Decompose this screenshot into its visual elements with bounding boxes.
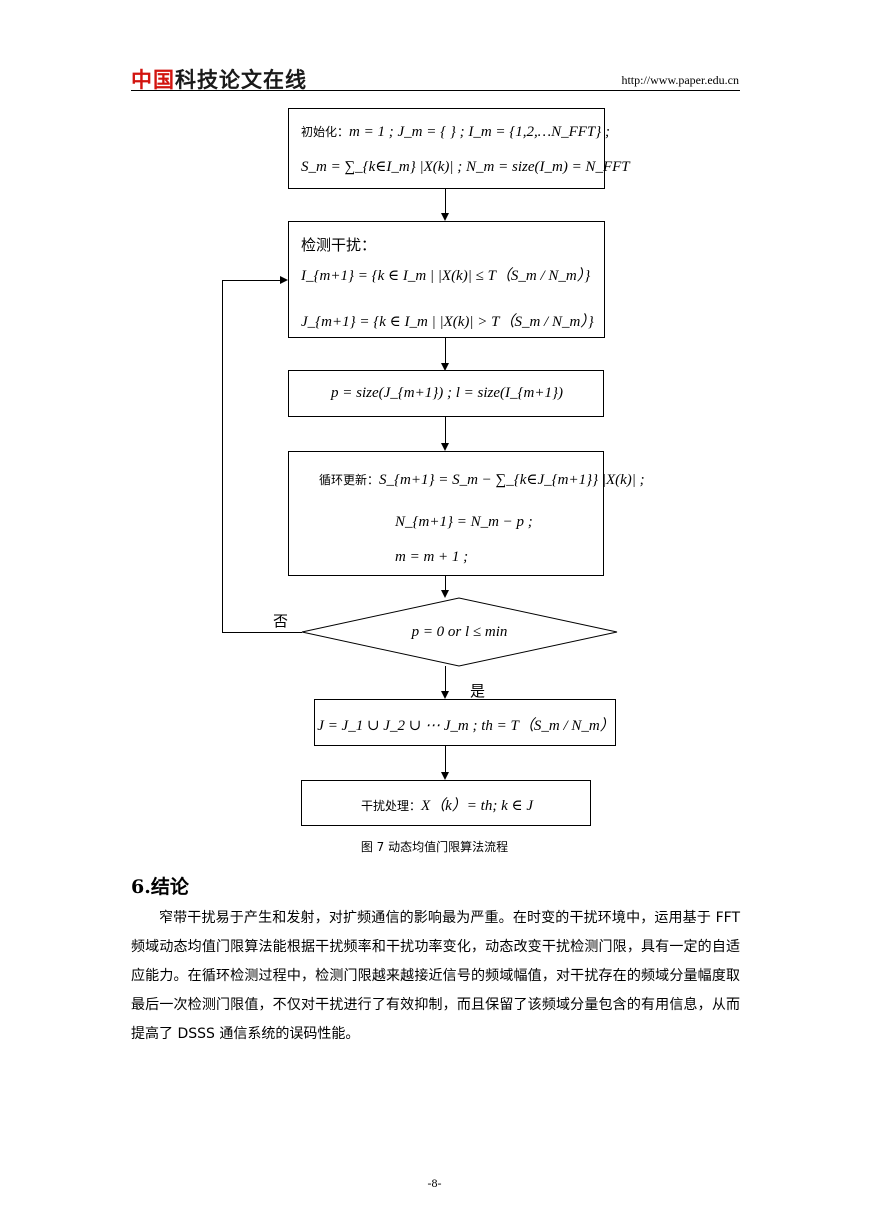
detect-line-2: J_{m+1} = {k ∈ I_m | |X(k)| > T（S_m / N_…	[301, 314, 594, 330]
conclusion-paragraph: 窄带干扰易于产生和发射，对扩频通信的影响最为严重。在时变的干扰环境中，运用基于 …	[131, 910, 740, 1042]
connector-6	[445, 746, 446, 772]
update-box: 循环更新：S_{m+1} = S_m − ∑_{k∈J_{m+1}} |X(k)…	[288, 451, 645, 576]
connector-2	[445, 338, 446, 363]
detect-box: 检测干扰： I_{m+1} = {k ∈ I_m | |X(k)| ≤ T（S_…	[288, 221, 605, 338]
site-logo: 中国科技论文在线	[131, 64, 307, 94]
init-label: 初始化：	[301, 125, 350, 139]
figure-caption: 图 7 动态均值门限算法流程	[360, 840, 509, 854]
logo-black-text: 科技论文在线	[175, 68, 307, 92]
update-line-1: S_{m+1} = S_m − ∑_{k∈J_{m+1}} |X(k)| ;	[379, 472, 645, 488]
loop-line-vertical	[222, 280, 223, 633]
logo-red-text: 中国	[131, 68, 175, 92]
process-line: X（k）= th; k ∈ J	[420, 798, 534, 814]
connector-4	[445, 576, 446, 590]
init-box: 初始化：m = 1 ; J_m = { } ; I_m = {1,2,…N_FF…	[288, 108, 630, 189]
loop-arrow	[280, 276, 288, 284]
header-rule	[131, 90, 740, 91]
size-box: p = size(J_{m+1}) ; l = size(I_{m+1})	[288, 370, 604, 417]
decision-diamond	[301, 597, 618, 667]
yes-label: 是	[470, 682, 486, 700]
size-line: p = size(J_{m+1}) ; l = size(I_{m+1})	[331, 385, 563, 401]
detect-label: 检测干扰：	[301, 236, 377, 254]
update-line-2: N_{m+1} = N_m − p ;	[395, 514, 533, 530]
loop-line-top	[222, 280, 280, 281]
arrow-2	[441, 363, 449, 371]
arrow-6	[441, 772, 449, 780]
arrow-1	[441, 213, 449, 221]
process-box: 干扰处理：X（k）= th; k ∈ J	[301, 780, 591, 826]
page-number: -8-	[427, 1176, 442, 1190]
arrow-4	[441, 590, 449, 598]
header-url[interactable]: http://www.paper.edu.cn	[621, 73, 739, 87]
detect-line-1: I_{m+1} = {k ∈ I_m | |X(k)| ≤ T（S_m / N_…	[301, 268, 591, 284]
loop-line-bottom	[222, 632, 302, 633]
result-line: J = J_1 ∪ J_2 ∪ ⋯ J_m ; th = T（S_m / N_m…	[317, 718, 615, 734]
connector-5	[445, 666, 446, 691]
process-label: 干扰处理：	[360, 799, 421, 813]
decision-text: p = 0 or l ≤ min	[411, 624, 508, 640]
result-box: J = J_1 ∪ J_2 ∪ ⋯ J_m ; th = T（S_m / N_m…	[314, 699, 616, 746]
no-label: 否	[273, 612, 289, 630]
arrow-3	[441, 443, 449, 451]
update-label: 循环更新：	[319, 473, 380, 487]
section-title: 6.结论	[131, 876, 189, 898]
init-line-2: S_m = ∑_{k∈I_m} |X(k)| ; N_m = size(I_m)…	[301, 159, 630, 175]
arrow-5	[441, 691, 449, 699]
update-line-3: m = m + 1 ;	[395, 549, 469, 565]
connector-1	[445, 189, 446, 213]
init-line-1: m = 1 ; J_m = { } ; I_m = {1,2,…N_FFT} ;	[349, 124, 611, 140]
connector-3	[445, 417, 446, 443]
